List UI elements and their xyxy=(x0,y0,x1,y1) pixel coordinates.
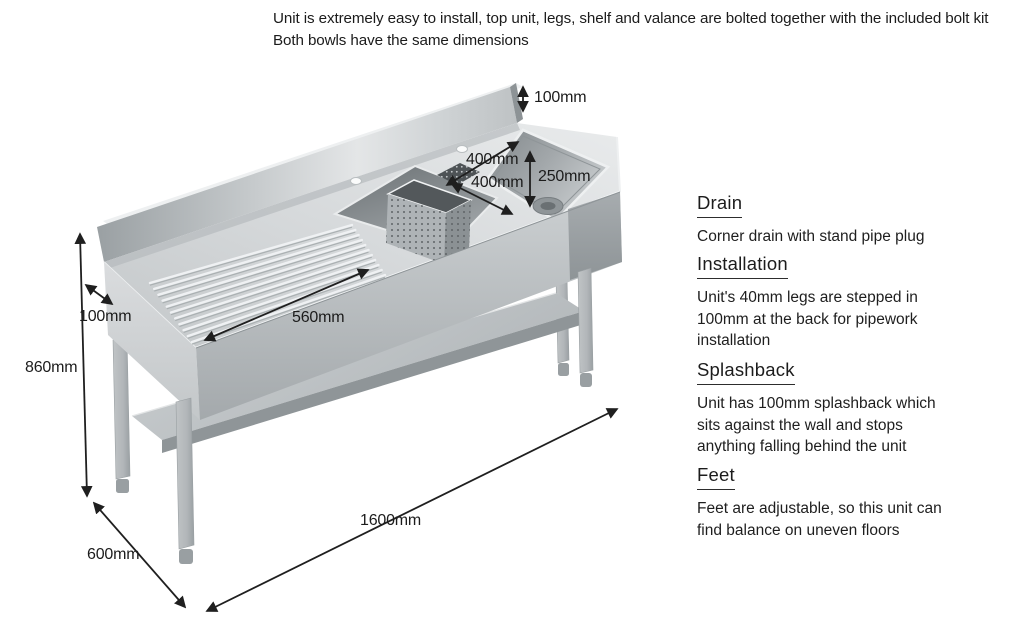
header-line-2: Both bowls have the same dimensions xyxy=(273,32,529,49)
note-feet: Feet Feet are adjustable, so this unit c… xyxy=(697,464,1017,541)
adjustable-foot xyxy=(179,549,193,564)
arrow-unit-length xyxy=(205,408,619,612)
dimension-arrows xyxy=(74,85,619,612)
dim-label-splashback-height: 100mm xyxy=(534,89,587,106)
note-text-line: installation xyxy=(697,332,771,349)
right-end-panel xyxy=(568,192,622,280)
dim-label-bowl-length: 400mm xyxy=(471,174,524,191)
dim-label-back-leg-inset: 100mm xyxy=(79,308,132,325)
note-installation: Installation Unit's 40mm legs are steppe… xyxy=(697,253,1017,352)
arrow-unit-depth xyxy=(92,501,187,609)
dim-label-unit-length: 1600mm xyxy=(360,512,422,529)
note-title: Drain xyxy=(697,192,743,218)
dim-label-bowl-width: 400mm xyxy=(466,151,519,168)
note-text-line: anything falling behind the unit xyxy=(697,438,907,455)
note-text-line: Corner drain with stand pipe plug xyxy=(697,228,925,245)
dim-label-unit-depth: 600mm xyxy=(87,546,140,563)
splashback xyxy=(97,83,523,262)
note-title: Installation xyxy=(697,253,788,279)
note-drain: Drain Corner drain with stand pipe plug xyxy=(697,192,1017,248)
arrow-bowl-width xyxy=(445,141,520,186)
arrow-unit-height xyxy=(74,232,93,498)
note-text-line: 100mm at the back for pipework xyxy=(697,310,918,328)
note-title: Feet xyxy=(697,464,735,490)
note-text-line: sits against the wall and stops xyxy=(697,416,903,434)
corner-drain xyxy=(532,197,564,215)
note-text-line: Feet are adjustable, so this unit can xyxy=(697,500,942,517)
note-title: Splashback xyxy=(697,359,795,385)
note-text-line: Unit has 100mm splashback which xyxy=(697,395,936,412)
dim-label-bowl-depth: 250mm xyxy=(538,168,591,185)
adjustable-foot xyxy=(558,363,569,376)
left-end-panel xyxy=(104,262,200,420)
perforated-basket xyxy=(386,179,473,264)
arrow-bowl-length xyxy=(450,183,514,215)
dim-label-unit-height: 860mm xyxy=(25,359,78,376)
note-text-line: find balance on uneven floors xyxy=(697,521,900,539)
note-splashback: Splashback Unit has 100mm splashback whi… xyxy=(697,359,1017,458)
arrow-drainer-length xyxy=(203,268,370,342)
front-apron xyxy=(196,192,622,420)
adjustable-foot xyxy=(116,479,129,493)
header-notes: Unit is extremely easy to install, top u… xyxy=(273,8,1018,52)
dim-label-drainer-length: 560mm xyxy=(292,309,345,326)
adjustable-foot xyxy=(580,373,592,387)
note-text-line: Unit's 40mm legs are stepped in xyxy=(697,289,918,306)
header-line-1: Unit is extremely easy to install, top u… xyxy=(273,10,989,27)
